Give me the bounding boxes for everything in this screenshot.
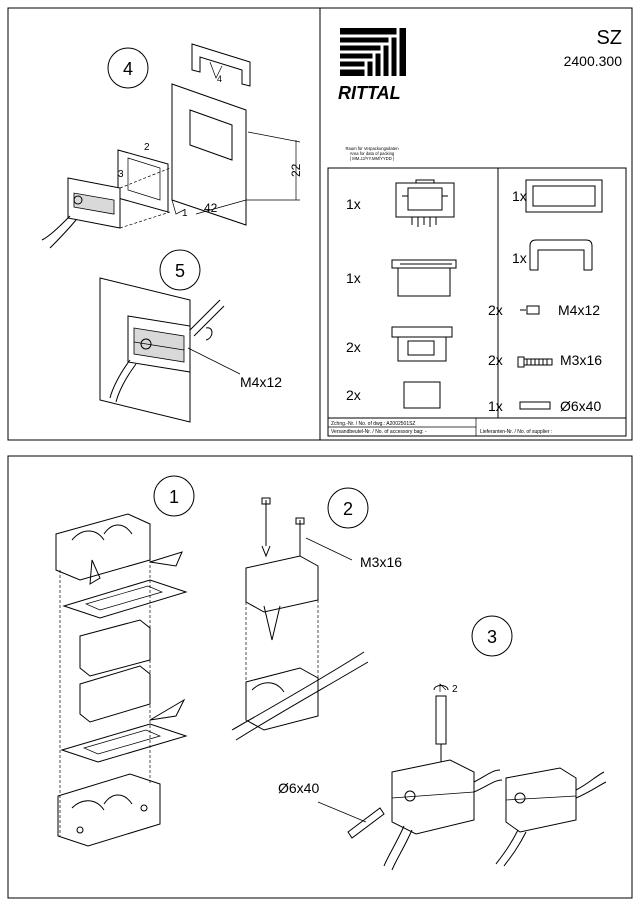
part-number: 2400.300 (564, 53, 623, 69)
mini-label: 2 (452, 684, 458, 695)
foam-insert-part (403, 381, 441, 409)
step-5-number: 5 (175, 261, 185, 281)
step-3-pin-callout: Ø6x40 (278, 780, 319, 796)
part-qty: 1x (346, 196, 361, 212)
step-4-number: 4 (123, 59, 133, 79)
step-2-number: 2 (343, 499, 353, 519)
part-qty: 1x (512, 188, 527, 204)
part-qty: 1x (512, 250, 527, 266)
pin-label: Ø6x40 (560, 398, 601, 414)
mini-label: 3 (118, 169, 124, 180)
step-5-screw-callout: M4x12 (240, 374, 282, 390)
pin-icon (519, 401, 551, 410)
step-5-circle (159, 249, 201, 291)
step-5-illustration (99, 277, 241, 423)
brand-name: RITTAL (338, 83, 401, 103)
drawing-number: Zchng.-Nr. / No. of dwg.: A2002501SZ (331, 421, 416, 427)
mini-label: 2 (144, 142, 150, 153)
part-qty: 2x (488, 352, 503, 368)
part-qty: 2x (488, 302, 503, 318)
step-2-illustration (231, 497, 369, 741)
mini-label: 1 (182, 208, 188, 219)
parts-table (327, 167, 627, 437)
screw-m3-label: M3x16 (560, 352, 602, 368)
cover-frame-part (525, 179, 603, 213)
model-code: SZ (596, 27, 622, 49)
frame-holder-part (395, 179, 455, 227)
screw-m4-icon (520, 305, 540, 315)
step-4-circle (107, 47, 149, 89)
dimension-42: 42 (204, 201, 218, 215)
seal-frame-part (391, 326, 453, 362)
step-1-circle (153, 475, 195, 517)
bottom-panel-frame (7, 455, 633, 899)
part-qty: 2x (346, 339, 361, 355)
step-2-circle (327, 487, 369, 529)
packing-note-1: Raum für Verpackungsdaten (345, 146, 399, 151)
supplier-number: Lieferanten-Nr. / No. of supplier : (480, 429, 552, 435)
screw-m3-icon (517, 356, 553, 368)
rittal-logo: RITTAL (338, 28, 406, 103)
step-3-illustration: 2 (317, 683, 607, 871)
step-2-screw-callout: M3x16 (360, 554, 402, 570)
packing-note-2: Area for data of packing (350, 151, 395, 156)
bracket-part (529, 239, 593, 271)
accessory-bag-number: Versandbeutel-Nr. / No. of accessory bag… (331, 429, 427, 435)
part-qty: 1x (488, 398, 503, 414)
mini-label: 4 (217, 74, 222, 84)
step-4-illustration: 4 22 42 3 2 1 (41, 43, 303, 249)
packing-note-3: ( MM.JJ/YY.MM/YYDD ) (350, 156, 395, 161)
step-1-exploded-view (55, 513, 188, 847)
dimension-22: 22 (289, 163, 303, 177)
step-3-circle (471, 615, 513, 657)
step-3-number: 3 (487, 627, 497, 647)
step-1-number: 1 (169, 487, 179, 507)
part-qty: 1x (346, 270, 361, 286)
part-qty: 2x (346, 387, 361, 403)
gland-plate-part (391, 259, 457, 297)
screw-m4-label: M4x12 (558, 302, 600, 318)
